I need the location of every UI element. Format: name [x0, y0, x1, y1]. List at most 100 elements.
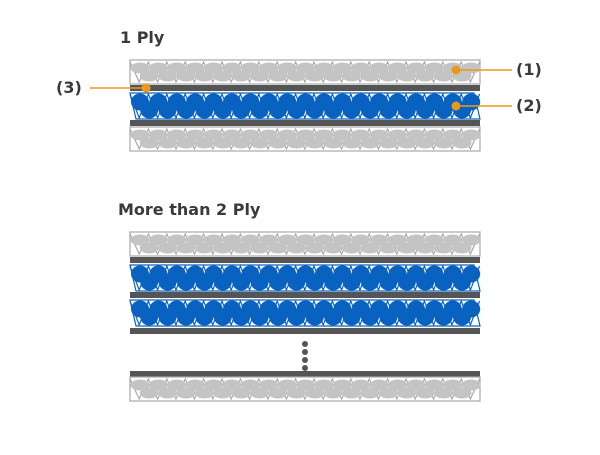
multi-bottom-cover-fiber — [240, 379, 260, 391]
single-bottom-cover-fiber — [443, 129, 463, 141]
multi-rubber-c — [130, 328, 480, 334]
single-top-cover-fiber — [213, 70, 233, 82]
multi-bottom-cover-fiber — [185, 379, 205, 391]
single-top-cover-fiber — [148, 62, 168, 74]
single-bottom-rubber — [130, 120, 480, 126]
multi-ply-b-cord — [462, 300, 481, 318]
single-top-cover-fiber — [286, 70, 306, 82]
multi-bottom-cover-fiber — [222, 379, 242, 391]
multi-bottom-cover-fiber — [314, 379, 334, 391]
multi-bottom-cover-fiber — [130, 379, 150, 391]
single-top-cover-fiber — [305, 70, 325, 82]
multi-bottom-cover-fiber — [148, 379, 168, 391]
multi-top-cover-fiber — [222, 234, 242, 246]
multi-top-cover-fiber — [277, 234, 297, 246]
multi-bottom-cover-fiber — [194, 387, 214, 399]
multi-top-cover-fiber — [342, 242, 362, 254]
single-top-cover-fiber — [388, 62, 408, 74]
single-bottom-cover-fiber — [397, 137, 417, 149]
multi-top-cover-fiber — [443, 234, 463, 246]
callout-dot-3 — [141, 83, 151, 93]
multi-bottom-cover-fiber — [250, 387, 270, 399]
multi-rubber-b — [130, 292, 480, 298]
single-bottom-cover-fiber — [139, 137, 159, 149]
multi-top-cover-fiber — [167, 234, 187, 246]
ellipsis-dot — [302, 341, 308, 347]
multi-top-cover-fiber — [388, 234, 408, 246]
single-bottom-cover-fiber — [204, 129, 224, 141]
single-bottom-cover-fiber — [388, 129, 408, 141]
multi-top-cover-fiber — [434, 242, 454, 254]
multi-bottom-cover-fiber — [305, 387, 325, 399]
multi-bottom-cover-fiber — [286, 387, 306, 399]
multi-bottom-cover-fiber — [296, 379, 316, 391]
multi-bottom-cover-fiber — [259, 379, 279, 391]
multi-bottom-cover-fiber — [342, 387, 362, 399]
single-top-cover-fiber — [204, 62, 224, 74]
single-bottom-cover-fiber — [378, 137, 398, 149]
single-bottom-cover-fiber — [360, 137, 380, 149]
multi-top-cover-fiber — [305, 242, 325, 254]
multi-bottom-cover-fiber — [176, 387, 196, 399]
single-bottom-cover-fiber — [286, 137, 306, 149]
single-bottom-cover-fiber — [351, 129, 371, 141]
multi-bottom-cover-fiber — [360, 387, 380, 399]
single-ply-cord — [462, 93, 481, 111]
multi-top-cover-fiber — [158, 242, 178, 254]
single-top-cover-fiber — [167, 62, 187, 74]
single-top-cover-fiber — [259, 62, 279, 74]
single-bottom-cover-fiber — [452, 137, 472, 149]
single-top-cover-fiber — [176, 70, 196, 82]
single-bottom-cover-fiber — [222, 129, 242, 141]
multi-top-cover-fiber — [204, 234, 224, 246]
single-ply-heading: 1 Ply — [120, 28, 165, 47]
multi-top-cover-fiber — [130, 234, 150, 246]
single-bottom-cover-fiber — [158, 137, 178, 149]
single-top-cover-fiber — [351, 62, 371, 74]
multi-bottom-cover-fiber — [461, 379, 481, 391]
multi-bottom-cover-fiber — [231, 387, 251, 399]
single-top-cover-fiber — [323, 70, 343, 82]
single-top-cover-fiber — [434, 70, 454, 82]
callout-label-2: (2) — [516, 96, 542, 115]
multi-top-cover-fiber — [240, 234, 260, 246]
single-top-cover-fiber — [461, 62, 481, 74]
single-bottom-cover-fiber — [268, 137, 288, 149]
multi-top-cover-fiber — [397, 242, 417, 254]
multi-ply-heading: More than 2 Ply — [118, 200, 261, 219]
single-bottom-cover-fiber — [277, 129, 297, 141]
single-top-cover-fiber — [314, 62, 334, 74]
multi-top-cover-fiber — [378, 242, 398, 254]
multi-top-cover-fiber — [323, 242, 343, 254]
single-top-cover-fiber — [250, 70, 270, 82]
single-top-cover-fiber — [406, 62, 426, 74]
single-top-cover-fiber — [240, 62, 260, 74]
multi-top-cover-fiber — [194, 242, 214, 254]
multi-bottom-cover-fiber — [388, 379, 408, 391]
single-bottom-cover-fiber — [296, 129, 316, 141]
multi-bottom-cover-fiber — [351, 379, 371, 391]
single-bottom-cover-fiber — [424, 129, 444, 141]
single-bottom-cover-fiber — [314, 129, 334, 141]
multi-bottom-cover-fiber — [406, 379, 426, 391]
multi-bottom-cover-fiber — [268, 387, 288, 399]
multi-bottom-cover-fiber — [213, 387, 233, 399]
multi-bottom-rubber — [130, 371, 480, 377]
multi-top-cover-fiber — [415, 242, 435, 254]
single-top-rubber — [130, 85, 480, 91]
single-top-cover-fiber — [158, 70, 178, 82]
multi-bottom-cover-fiber — [369, 379, 389, 391]
single-top-cover-fiber — [332, 62, 352, 74]
single-bottom-cover-fiber — [250, 137, 270, 149]
multi-top-cover-fiber — [139, 242, 159, 254]
ellipsis-dot — [302, 357, 308, 363]
multi-bottom-cover-fiber — [424, 379, 444, 391]
single-bottom-cover-fiber — [167, 129, 187, 141]
single-top-cover-fiber — [231, 70, 251, 82]
single-top-cover-fiber — [360, 70, 380, 82]
multi-bottom-cover-fiber — [397, 387, 417, 399]
multi-bottom-cover-fiber — [139, 387, 159, 399]
callout-label-1: (1) — [516, 60, 542, 79]
multi-bottom-cover-fiber — [323, 387, 343, 399]
single-top-cover-fiber — [277, 62, 297, 74]
